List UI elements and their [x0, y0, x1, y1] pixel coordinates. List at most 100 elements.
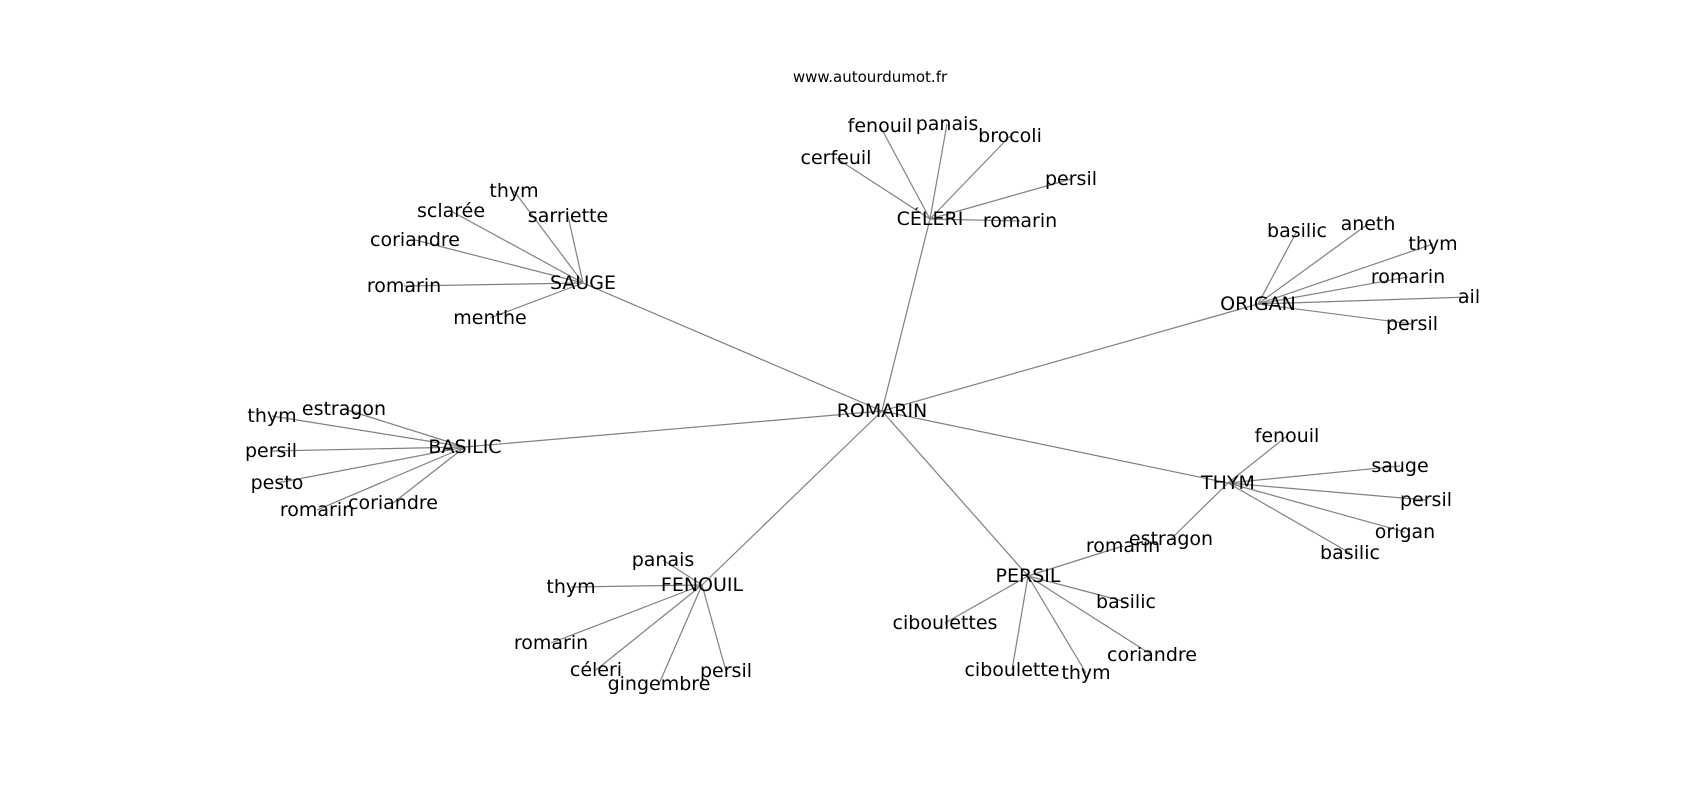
hub-leaf-edge: [567, 215, 584, 284]
leaf-node-label: sclarée: [417, 200, 485, 222]
leaf-node-label: romarin: [280, 499, 354, 521]
hub-leaf-edge: [879, 125, 931, 220]
hub-node-label: THYM: [1200, 472, 1255, 494]
leaf-node-label: céleri: [570, 659, 622, 681]
leaf-node-label: persil: [700, 660, 752, 682]
hub-leaf-edge: [701, 584, 727, 672]
source-url: www.autourdumot.fr: [793, 68, 948, 86]
hub-leaf-edge: [403, 282, 584, 287]
leaf-node-label: romarin: [1371, 266, 1445, 288]
leaf-node-label: ciboulette: [964, 659, 1059, 681]
hub-node-label: CÉLERI: [897, 207, 964, 230]
hub-leaf-edge: [929, 178, 1072, 220]
hub-leaf-edge: [1257, 223, 1369, 305]
center-hub-edge: [701, 410, 883, 586]
hub-leaf-edge: [929, 218, 1021, 222]
leaf-node-label: persil: [1400, 489, 1452, 511]
hub-leaf-edge: [1227, 482, 1351, 554]
hub-leaf-edge: [392, 446, 466, 504]
center-node-label: ROMARIN: [837, 400, 928, 422]
hub-node-label: SAUGE: [550, 272, 616, 294]
hub-leaf-edge: [270, 446, 466, 452]
hub-leaf-edge: [1027, 575, 1127, 603]
leaf-node-label: romarin: [514, 632, 588, 654]
leaf-node-label: origan: [1375, 521, 1435, 543]
hub-leaf-edge: [662, 559, 703, 586]
hub-leaf-edge: [1257, 230, 1298, 305]
hub-node-label: FENOUIL: [661, 574, 744, 596]
hub-node-label: PERSIL: [996, 565, 1061, 587]
hub-leaf-edge: [1257, 276, 1409, 305]
leaf-node-label: thym: [1408, 233, 1457, 255]
leaf-node-label: thym: [546, 576, 595, 598]
leaf-node-label: persil: [1386, 313, 1438, 335]
hub-leaf-edge: [550, 584, 703, 644]
leaf-node-label: romarin: [983, 210, 1057, 232]
leaf-node-label: sauge: [1371, 455, 1428, 477]
leaf-node-label: panais: [916, 113, 979, 135]
leaf-node-label: pesto: [251, 472, 304, 494]
center-hub-edge: [464, 410, 883, 448]
leaf-node-label: cerfeuil: [801, 147, 872, 169]
hub-leaf-edge: [944, 575, 1029, 624]
hub-leaf-edge: [1027, 575, 1153, 656]
hub-leaf-edge: [658, 584, 703, 685]
leaf-node-label: thym: [489, 180, 538, 202]
leaf-node-label: basilic: [1096, 591, 1156, 613]
hub-leaf-edge: [276, 446, 466, 484]
hub-leaf-edge: [929, 135, 1011, 220]
center-hub-edge: [881, 303, 1259, 412]
hub-leaf-edge: [271, 415, 466, 448]
hub-leaf-edge: [316, 446, 466, 511]
center-hub-edge: [881, 218, 931, 412]
leaf-node-label: estragon: [302, 398, 386, 420]
graph-labels: www.autourdumot.fr ROMARIN CÉLERI cerfeuil…: [245, 68, 1480, 695]
hub-leaf-edge: [513, 190, 584, 284]
hub-leaf-edge: [1011, 575, 1029, 671]
center-hub-edge: [881, 410, 1229, 484]
leaf-node-label: thym: [1061, 662, 1110, 684]
hub-node-label: BASILIC: [428, 436, 501, 458]
graph-edges: [270, 123, 1470, 685]
hub-leaf-edge: [1227, 482, 1427, 501]
hub-leaf-edge: [489, 282, 584, 319]
leaf-node-label: coriandre: [1107, 644, 1197, 666]
leaf-node-label: basilic: [1267, 220, 1327, 242]
hub-leaf-edge: [1257, 243, 1434, 305]
hub-leaf-edge: [595, 584, 703, 671]
hub-leaf-edge: [414, 239, 584, 284]
leaf-node-label: aneth: [1341, 213, 1396, 235]
hub-leaf-edge: [1227, 465, 1401, 484]
leaf-node-label: menthe: [453, 307, 526, 329]
leaf-node-label: coriandre: [348, 492, 438, 514]
hub-leaf-edge: [450, 210, 584, 284]
leaf-node-label: fenouil: [1255, 425, 1320, 447]
hub-leaf-edge: [1027, 545, 1124, 577]
leaf-node-label: panais: [632, 549, 695, 571]
hub-leaf-edge: [1257, 303, 1413, 325]
leaf-node-label: gingembre: [608, 673, 711, 695]
leaf-node-label: estragon: [1129, 528, 1213, 550]
hub-leaf-edge: [1227, 435, 1288, 484]
hub-leaf-edge: [929, 123, 948, 220]
leaf-node-label: sarriette: [528, 205, 608, 227]
leaf-node-label: persil: [1045, 168, 1097, 190]
leaf-node-label: coriandre: [370, 229, 460, 251]
hub-leaf-edge: [343, 408, 466, 448]
leaf-node-label: thym: [247, 405, 296, 427]
leaf-node-label: romarin: [367, 275, 441, 297]
hub-leaf-edge: [1227, 482, 1406, 533]
hub-leaf-edge: [1170, 482, 1229, 540]
center-hub-edge: [582, 282, 883, 412]
leaf-node-label: basilic: [1320, 542, 1380, 564]
hub-leaf-edge: [835, 157, 931, 220]
leaf-node-label: ciboulettes: [893, 612, 998, 634]
leaf-node-label: persil: [245, 440, 297, 462]
leaf-node-label: brocoli: [978, 125, 1042, 147]
hub-leaf-edge: [570, 584, 703, 588]
hub-node-label: ORIGAN: [1220, 293, 1296, 315]
leaf-node-label: romarin: [1086, 535, 1160, 557]
leaf-node-label: fenouil: [848, 115, 913, 137]
center-hub-edge: [881, 410, 1029, 577]
